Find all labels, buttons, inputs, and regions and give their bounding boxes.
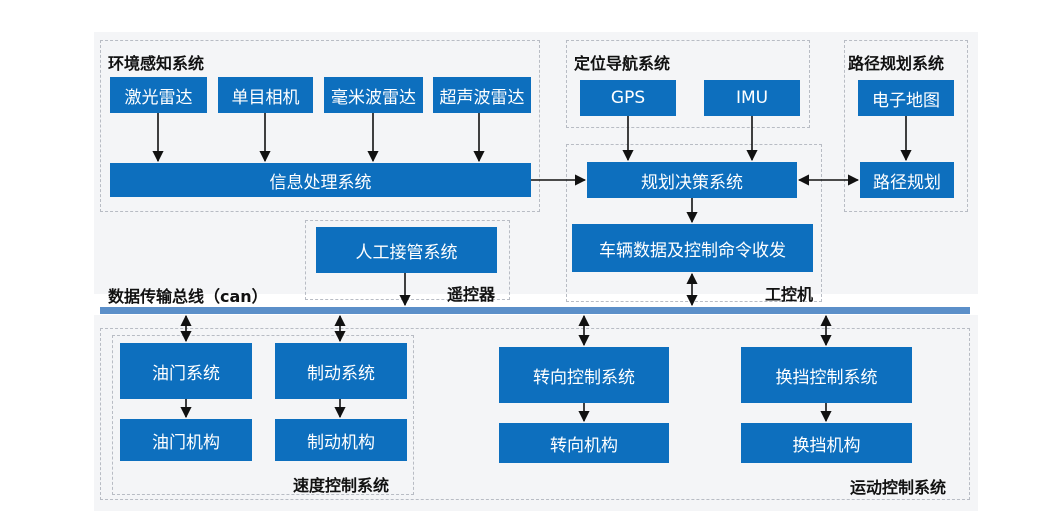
speed-control-region [112, 335, 414, 495]
path-planning-box: 路径规划 [860, 162, 954, 198]
imu-box: IMU [704, 80, 800, 116]
steering-mechanism-box: 转向机构 [499, 423, 669, 463]
nav-title: 定位导航系统 [574, 54, 671, 73]
path-planning-region [844, 40, 968, 212]
remote-title: 遥控器 [447, 285, 496, 304]
gps-box: GPS [580, 80, 676, 116]
info-processing-box: 信息处理系统 [110, 163, 531, 197]
speed-control-title: 速度控制系统 [293, 476, 390, 495]
motion-control-region [100, 328, 970, 500]
lidar-box: 激光雷达 [110, 77, 207, 113]
env-perception-region [100, 40, 540, 212]
manual-takeover-box: 人工接管系统 [316, 227, 497, 273]
throttle-mechanism-box: 油门机构 [120, 419, 252, 461]
env-perception-title: 环境感知系统 [108, 54, 205, 73]
can-bus-bar [100, 307, 970, 314]
gear-control-box: 换挡控制系统 [741, 347, 912, 403]
bus-title: 数据传输总线（can） [108, 287, 268, 306]
path-planning-title: 路径规划系统 [848, 54, 945, 73]
throttle-system-box: 油门系统 [120, 343, 252, 399]
ipc-title: 工控机 [765, 285, 814, 304]
gear-mechanism-box: 换挡机构 [741, 423, 912, 463]
vehicle-data-box: 车辆数据及控制命令收发 [572, 224, 813, 272]
ultrasonic-radar-box: 超声波雷达 [433, 77, 531, 113]
brake-mechanism-box: 制动机构 [275, 419, 407, 461]
steering-control-box: 转向控制系统 [499, 347, 669, 403]
nav-region [566, 40, 810, 128]
planning-decision-box: 规划决策系统 [587, 162, 797, 198]
motion-control-title: 运动控制系统 [850, 478, 947, 497]
electronic-map-box: 电子地图 [858, 80, 954, 116]
camera-box: 单目相机 [218, 77, 313, 113]
brake-system-box: 制动系统 [275, 343, 407, 399]
mmwave-radar-box: 毫米波雷达 [324, 77, 423, 113]
